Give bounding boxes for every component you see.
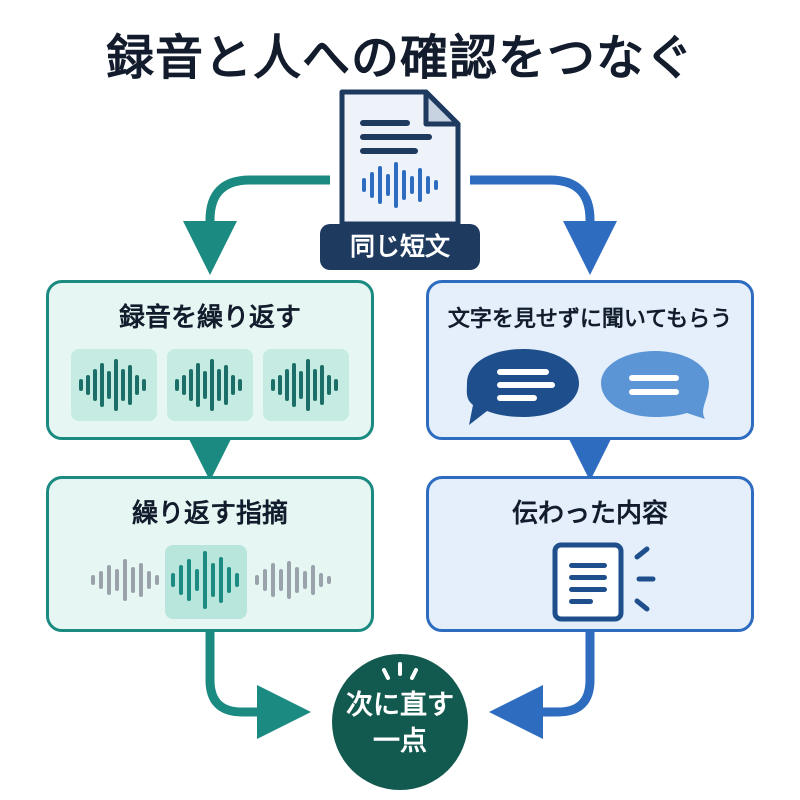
waveform-icon <box>167 349 253 421</box>
goal-circle <box>332 654 468 790</box>
goal-line-1: 次に直す <box>346 690 454 721</box>
highlighted-waveform <box>91 545 331 619</box>
step-conveyed-content: 伝わった内容 <box>426 476 754 632</box>
recording-clips <box>71 349 349 421</box>
arrow-doc-to-recording <box>183 175 330 275</box>
waveform-icon <box>263 349 349 421</box>
content-card <box>552 542 656 622</box>
document-audio-icon <box>339 89 461 227</box>
speech-bubbles <box>466 349 709 425</box>
step-label: 文字を見せずに聞いてもらう <box>447 307 733 332</box>
speech-bubble-icon <box>466 349 579 425</box>
step-label: 繰り返す指摘 <box>131 499 288 529</box>
text-card-icon <box>552 542 624 622</box>
speech-bubble-icon <box>601 351 709 419</box>
step-label: 録音を繰り返す <box>118 303 301 333</box>
doc-waveform-icon <box>362 162 438 208</box>
step-repeated-point: 繰り返す指摘 <box>46 476 374 632</box>
arrow-content-to-goal <box>489 632 595 739</box>
sparkle-icon <box>382 662 418 680</box>
arrow-doc-to-listener <box>470 175 617 275</box>
source-tag: 同じ短文 <box>320 224 480 270</box>
waveform-icon <box>71 349 157 421</box>
goal-line-2: 一点 <box>373 726 427 757</box>
page-title: 録音と人への確認をつなぐ <box>105 30 694 86</box>
step-label: 伝わった内容 <box>511 499 668 529</box>
goal-node: 次に直す 一点 <box>318 648 482 792</box>
arrow-points-to-goal <box>205 632 311 739</box>
step-repeat-recording: 録音を繰り返す <box>46 280 374 440</box>
step-listen-without-text: 文字を見せずに聞いてもらう <box>426 280 754 440</box>
goal-label: 次に直す 一点 <box>318 688 482 760</box>
waveform-icon <box>91 545 331 619</box>
emphasis-lines-icon <box>634 546 656 612</box>
